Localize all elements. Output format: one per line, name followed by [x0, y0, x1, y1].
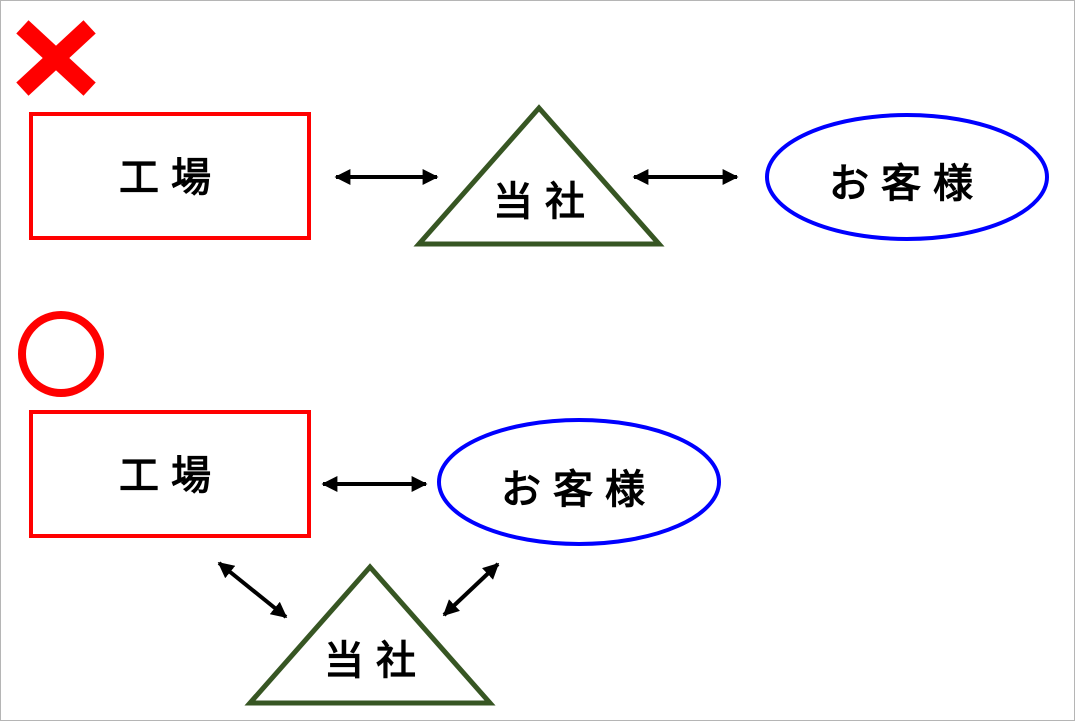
arrow-factory-company [217, 561, 288, 619]
company-label: 当社 [493, 179, 597, 225]
customer-ellipse: お客様 [437, 418, 721, 546]
customer-label: お客様 [501, 467, 657, 513]
circle-mark-icon [18, 311, 104, 397]
factory-box: 工場 [29, 410, 311, 538]
cross-mark-icon [16, 20, 96, 96]
factory-label: 工場 [119, 155, 223, 201]
company-triangle: 当社 [244, 563, 496, 706]
wrong-example: 工場 当社 お客様 [16, 20, 1049, 247]
factory-label: 工場 [119, 453, 223, 499]
customer-label: お客様 [829, 161, 985, 207]
right-example: 工場 お客様 当社 [18, 311, 721, 706]
arrow-company-customer [442, 562, 500, 617]
company-triangle: 当社 [413, 104, 665, 247]
customer-ellipse: お客様 [765, 113, 1049, 241]
company-label: 当社 [324, 638, 428, 684]
factory-box: 工場 [29, 112, 311, 240]
